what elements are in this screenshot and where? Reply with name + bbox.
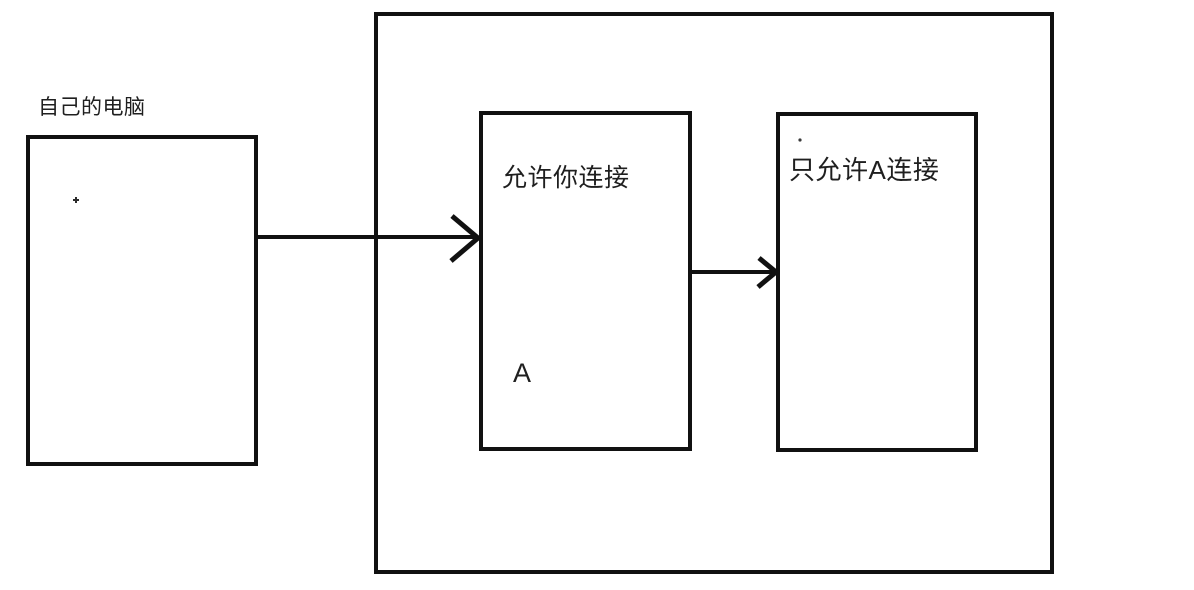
arrow-local-to-a: [256, 214, 482, 263]
remote-network-boundary-box: [374, 12, 1054, 574]
middle-box-node-id: A: [513, 358, 532, 388]
arrow-a-to-b: [690, 256, 780, 289]
right-box: [776, 112, 978, 452]
local-computer-label: 自己的电脑: [38, 96, 146, 119]
ink-dot-icon: [798, 138, 802, 142]
middle-box: [479, 111, 692, 451]
local-computer-box: [26, 135, 258, 466]
right-box-title: 只允许A连接: [789, 155, 940, 185]
middle-box-title: 允许你连接: [502, 164, 630, 192]
cursor-dot-icon: [73, 197, 79, 203]
